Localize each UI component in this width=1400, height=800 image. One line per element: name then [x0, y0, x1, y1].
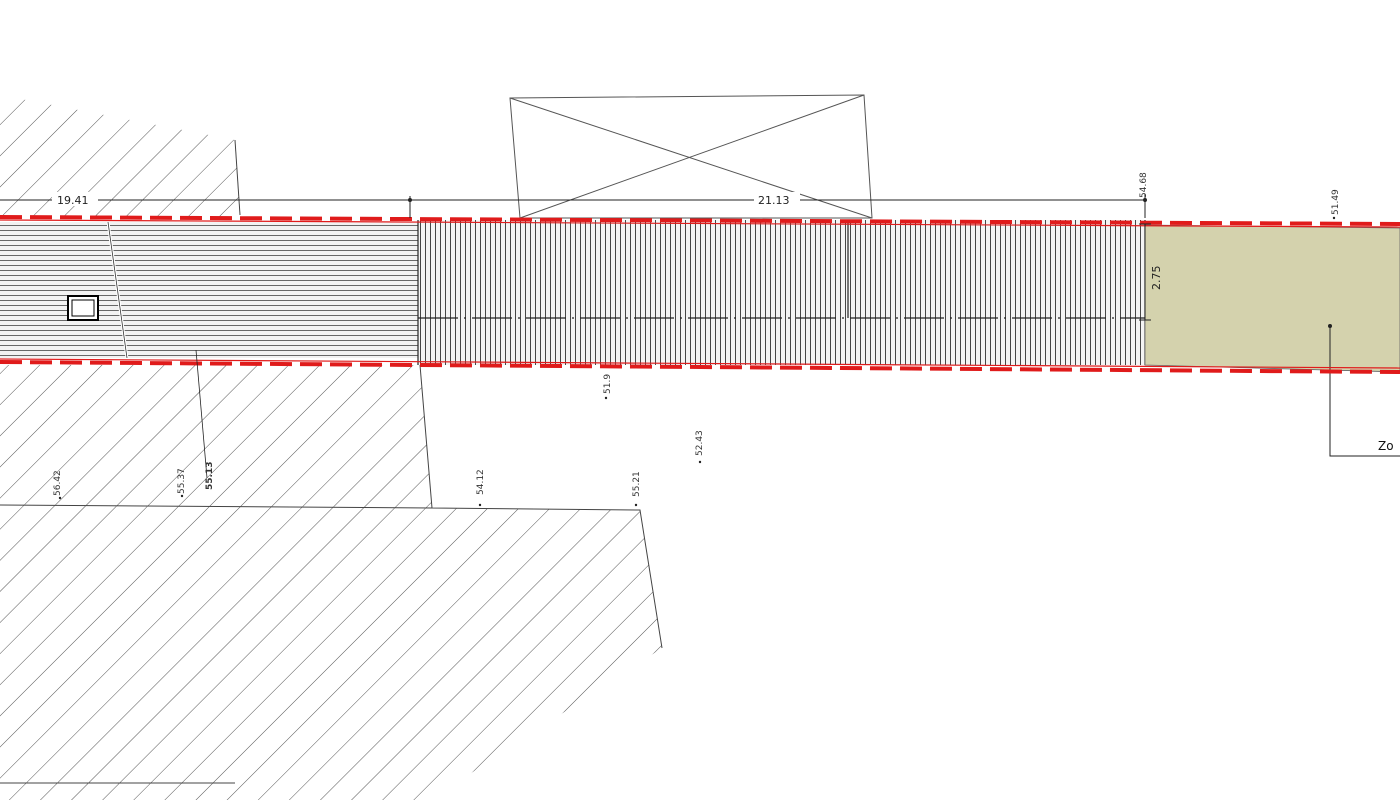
property-boundary-thin — [0, 219, 1400, 369]
elevation-e4: 54.12 — [476, 469, 486, 495]
zone-label: Zo — [1378, 439, 1394, 453]
lower-hatched-area — [0, 364, 663, 800]
middle-road-strip — [417, 220, 1146, 365]
right-zone: Zo — [1144, 224, 1400, 457]
elevation-e5: 55.21 — [632, 471, 642, 497]
elevation-e2: 55.37 — [177, 468, 187, 494]
elevation-e7: 51.9 — [603, 374, 613, 394]
left-road-strip — [0, 221, 418, 359]
elevation-e6: 52.43 — [695, 430, 705, 456]
elevation-e1: 56.42 — [53, 470, 63, 496]
elevation-e3: 55.13 — [205, 462, 215, 490]
property-boundary — [0, 215, 1400, 374]
elevation-e8: 51.49 — [1331, 189, 1341, 215]
elevation-e9: 54.68 — [1139, 172, 1149, 198]
spot-elevations: 56.42 55.37 55.13 54.12 55.21 52.43 51.9… — [53, 172, 1341, 507]
dimension-left-length: 19.41 — [57, 194, 89, 207]
dimension-width: 2.75 — [1150, 266, 1163, 291]
dimension-right-length: 21.13 — [758, 194, 790, 207]
upper-hatched-area — [0, 95, 241, 218]
roof-outline — [509, 94, 873, 219]
